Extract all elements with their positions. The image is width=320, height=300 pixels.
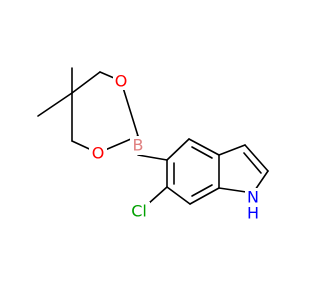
molecule-canvas: O B O Cl N H xyxy=(37,67,269,223)
bond-c7a-c7-inner xyxy=(191,184,213,197)
oxygen-top-atom: O xyxy=(113,72,129,91)
oxygen-bottom-label: O xyxy=(92,144,105,163)
nitrogen-label: N xyxy=(247,188,259,207)
bond-c5-c4 xyxy=(166,138,190,161)
chlorine-label: Cl xyxy=(131,202,147,221)
bond-b-c5 xyxy=(137,154,168,161)
boron-label: B xyxy=(133,136,144,155)
bond-c4-c3a xyxy=(188,138,220,156)
bond-c4-c3a-inner xyxy=(191,146,213,159)
boron-atom: B xyxy=(130,136,146,155)
bond-c3a-c3 xyxy=(218,144,246,156)
bond-c7-c6 xyxy=(166,186,191,205)
bond-c-quat-ch2-top xyxy=(71,71,101,94)
chlorine-atom: Cl xyxy=(128,202,150,221)
bond-c6-cl xyxy=(147,186,168,205)
nitrogen-atom: N H xyxy=(245,188,261,223)
bond-c3-c2-inner xyxy=(243,152,262,174)
molecule-structure: O B O Cl N H xyxy=(37,67,269,223)
oxygen-top-label: O xyxy=(115,72,128,91)
oxygen-bottom-atom: O xyxy=(89,144,107,163)
bond-o-top-b xyxy=(120,80,139,137)
nitrogen-hydrogen-label: H xyxy=(247,204,259,223)
bond-c3-c2 xyxy=(244,144,269,172)
bond-methyl-left xyxy=(37,92,73,117)
bond-c7a-c7 xyxy=(189,187,220,205)
